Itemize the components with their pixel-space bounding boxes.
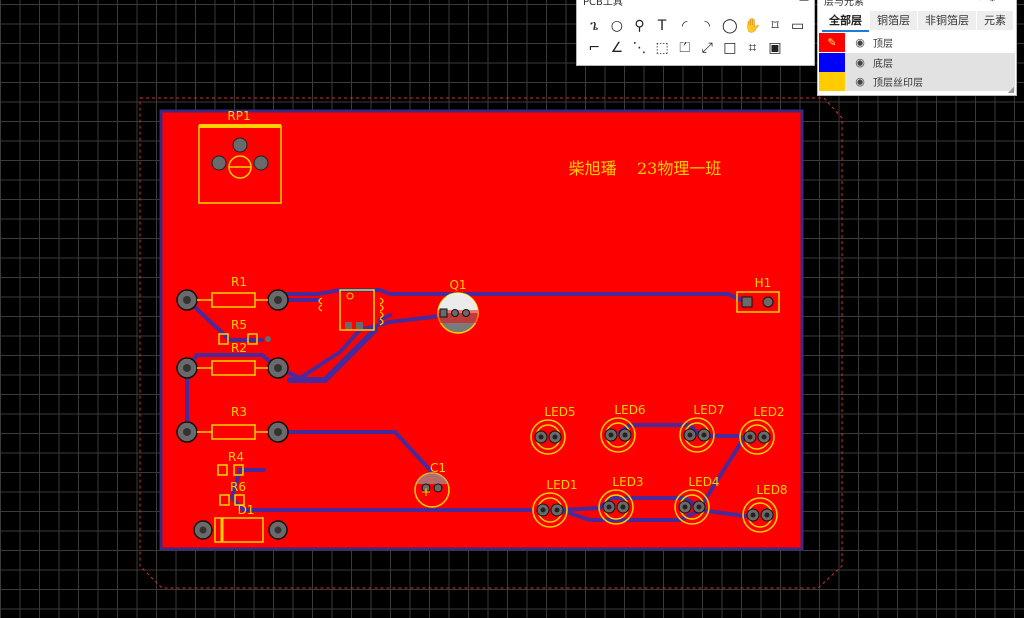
layer-row[interactable]: ◉ 顶层丝印层 [819, 72, 1015, 91]
eye-icon[interactable]: ◉ [855, 36, 865, 49]
header-h1: H1 [736, 276, 780, 313]
r6-label: R6 [230, 480, 246, 494]
board-outline-icon[interactable]: ▣ [768, 40, 782, 56]
panel-minimize-icon[interactable]: — [1000, 0, 1010, 4]
led-label: LED4 [688, 475, 719, 489]
led-label: LED3 [612, 475, 643, 489]
transistor-q1: Q1 [437, 278, 479, 334]
layer-name: 顶层 [873, 39, 893, 50]
r2-label: R2 [231, 341, 247, 355]
solder-mask-icon[interactable]: ⌑ [771, 18, 779, 34]
r4-label: R4 [228, 450, 244, 464]
arc-center-icon[interactable]: ◝ [704, 18, 710, 34]
angle-icon[interactable]: ∠ [610, 40, 624, 56]
led-led3[interactable]: LED3 [598, 475, 644, 525]
keepout-outline [139, 97, 843, 589]
resistor-r5: R5 [218, 318, 271, 345]
rectangle-icon[interactable]: □ [723, 40, 737, 56]
r5-label: R5 [231, 318, 247, 332]
dashed-line-icon[interactable]: ⋱ [632, 40, 647, 56]
text-icon[interactable]: T [657, 18, 667, 34]
layers-tabs: 全部层铜箔层非铜箔层元素 [822, 11, 1014, 32]
rp1-label: RP1 [227, 109, 250, 123]
led-label: LED8 [756, 483, 787, 497]
pcb-tools-grid: ጌ ○ ⚲ T ◜ ◝ ◯ ✋ ⌑ ▭ ⌐ ∠ ⋱ ⬚ ⏍ ⤢ □ ⌗ ▣ [583, 15, 809, 59]
layer-color-swatch[interactable] [819, 52, 845, 72]
diode-d1: D1 [193, 503, 288, 543]
corner-line-icon[interactable]: ⌐ [588, 40, 601, 56]
dimension-icon[interactable]: ⤢ [701, 40, 713, 56]
resize-grip-icon[interactable]: ◢ [1007, 85, 1014, 94]
image-icon[interactable]: ▭ [791, 18, 805, 34]
led-label: LED5 [544, 405, 575, 419]
c1-label: C1 [430, 461, 446, 475]
tab-2[interactable]: 非铜箔层 [918, 11, 976, 30]
capacitor-c1: + C1 [414, 461, 450, 508]
panel-minimize-icon[interactable]: — [799, 0, 809, 6]
pan-hand-icon[interactable]: ✋ [743, 18, 762, 34]
led-led1[interactable]: LED1 [532, 478, 578, 528]
layer-row[interactable]: ✎ ◉ 顶层 [819, 33, 1015, 52]
via-icon[interactable]: ⚲ [634, 18, 645, 34]
layer-color-swatch[interactable]: ✎ [819, 33, 845, 52]
led-led5[interactable]: LED5 [530, 405, 576, 455]
led-led8[interactable]: LED8 [742, 483, 788, 533]
pin-icon[interactable]: ✦ [976, 0, 984, 4]
settings-icon[interactable]: ⚙ [988, 0, 997, 4]
board-copper-pour [159, 109, 804, 551]
tab-1[interactable]: 铜箔层 [870, 11, 917, 30]
led-led2[interactable]: LED2 [739, 405, 785, 455]
arc-icon[interactable]: ◜ [681, 18, 688, 34]
track-icon[interactable]: ጌ [590, 18, 599, 34]
pad-icon[interactable]: ○ [610, 18, 623, 34]
eye-icon[interactable]: ◉ [855, 55, 865, 69]
tab-3[interactable]: 元素 [977, 11, 1013, 30]
pcb-tools-panel: PCB工具 — ጌ ○ ⚲ T ◜ ◝ ◯ ✋ ⌑ ▭ ⌐ ∠ ⋱ ⬚ ⏍ ⤢ □ ⌗ ▣ [576, 0, 815, 66]
q1-label: Q1 [449, 278, 466, 292]
pencil-icon: ✎ [827, 36, 837, 49]
resistor-r1: R1 [176, 275, 289, 311]
resistor-r3: R3 [176, 405, 289, 443]
led-led6[interactable]: LED6 [600, 403, 646, 453]
eye-icon[interactable]: ◉ [855, 75, 865, 88]
layer-row[interactable]: ◉ 底层 [819, 52, 1015, 72]
panel-header-icons: ✦ ⚙ — [976, 0, 1010, 4]
led-label: LED2 [753, 405, 784, 419]
board-title-text: 柴旭璠 23物理一班 [569, 159, 722, 178]
h1-label: H1 [755, 276, 772, 290]
r3-label: R3 [231, 405, 247, 419]
led-label: LED1 [546, 478, 577, 492]
component-icon[interactable]: ⌗ [748, 40, 757, 56]
layer-name: 底层 [873, 58, 893, 70]
layer-color-swatch[interactable] [819, 72, 845, 91]
layer-name: 顶层丝印层 [873, 78, 923, 89]
led-led4[interactable]: LED4 [674, 475, 720, 525]
r1-label: R1 [231, 275, 247, 289]
ic-chip [318, 289, 384, 331]
resistor-r6: R6 [219, 480, 246, 506]
resistor-r4: R4 [217, 450, 244, 476]
pcb-tools-title: PCB工具 [583, 0, 623, 8]
d1-label: D1 [238, 503, 255, 517]
circle-icon[interactable]: ◯ [722, 18, 738, 34]
led-led7[interactable]: LED7 [679, 403, 725, 453]
resistor-r2: R2 [176, 341, 289, 379]
led-label: LED6 [614, 403, 645, 417]
tab-0[interactable]: 全部层 [822, 11, 869, 32]
select-region-icon[interactable]: ⬚ [655, 40, 669, 56]
svg-text:+: + [421, 485, 431, 499]
polygon-icon[interactable]: ⏍ [679, 40, 690, 56]
layers-panel-title: 层与元素 [824, 0, 864, 8]
rp1-potentiometer: RP1 [198, 109, 282, 204]
led-label: LED7 [693, 403, 724, 417]
